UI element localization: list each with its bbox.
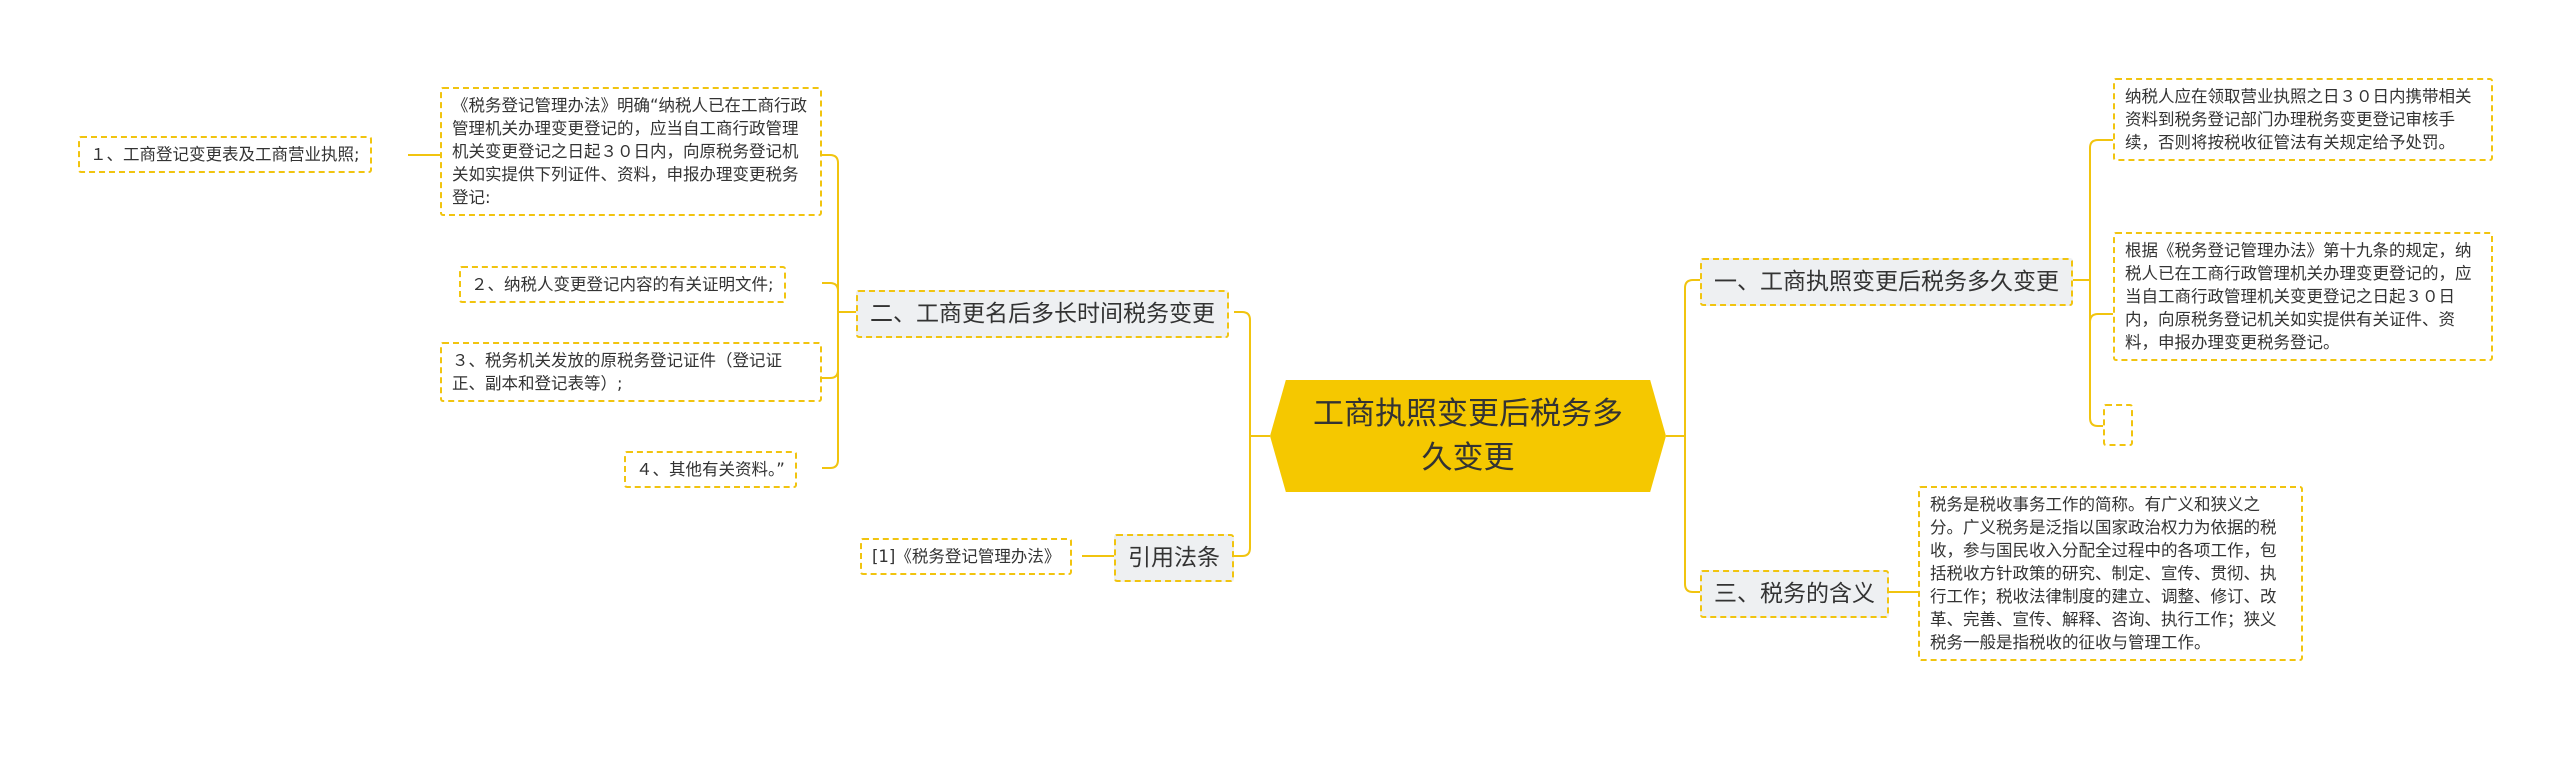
leaf-text: 《税务登记管理办法》明确“纳税人已在工商行政管理机关办理变更登记的，应当自工商行… bbox=[452, 96, 808, 207]
link-branch2-leaf2 bbox=[822, 282, 856, 313]
leaf-citation-regulation[interactable]: [1]《税务登记管理办法》 bbox=[860, 538, 1073, 575]
link-branch2-leaf1 bbox=[822, 154, 856, 313]
root-topic[interactable]: 工商执照变更后税务多久变更 bbox=[1270, 380, 1666, 492]
leaf-text: 根据《税务登记管理办法》第十九条的规定，纳税人已在工商行政管理机关办理变更登记的… bbox=[2125, 241, 2472, 352]
branch-tax-change-timing[interactable]: 一、工商执照变更后税务多久变更 bbox=[1700, 258, 2073, 306]
branch-label: 引用法条 bbox=[1128, 545, 1220, 571]
leaf-penalty-note[interactable]: 纳税人应在领取营业执照之日３０日内携带相关资料到税务登记部门办理税务变更登记审核… bbox=[2113, 78, 2493, 161]
link-root-branch1 bbox=[1666, 279, 1700, 437]
branch-label: 一、工商执照变更后税务多久变更 bbox=[1714, 269, 2059, 295]
branch-label: 二、工商更名后多长时间税务变更 bbox=[870, 301, 1215, 327]
leaf-text: [1]《税务登记管理办法》 bbox=[872, 547, 1061, 566]
link-root-branch2 bbox=[1234, 311, 1270, 437]
branch-tax-meaning[interactable]: 三、税务的含义 bbox=[1700, 570, 1889, 618]
leaf-tax-definition[interactable]: 税务是税收事务工作的简称。有广义和狭义之分。广义税务是泛指以国家政治权力为依据的… bbox=[1918, 486, 2303, 661]
empty-leaf[interactable] bbox=[2103, 404, 2133, 446]
leaf-item-3[interactable]: ３、税务机关发放的原税务登记证件（登记证正、副本和登记表等）; bbox=[440, 342, 822, 402]
leaf-article-19[interactable]: 根据《税务登记管理办法》第十九条的规定，纳税人已在工商行政管理机关办理变更登记的… bbox=[2113, 232, 2493, 361]
leaf-regulation-intro[interactable]: 《税务登记管理办法》明确“纳税人已在工商行政管理机关办理变更登记的，应当自工商行… bbox=[440, 87, 822, 216]
link-branch1-leaf2 bbox=[2070, 279, 2113, 323]
link-branch2-leaf4 bbox=[822, 311, 856, 469]
leaf-text: ２、纳税人变更登记内容的有关证明文件; bbox=[471, 275, 774, 294]
branch-rename-timing[interactable]: 二、工商更名后多长时间税务变更 bbox=[856, 290, 1229, 338]
leaf-item-1[interactable]: １、工商登记变更表及工商营业执照; bbox=[78, 136, 372, 173]
branch-citation[interactable]: 引用法条 bbox=[1114, 534, 1234, 582]
link-root-branch3 bbox=[1666, 435, 1700, 593]
leaf-item-2[interactable]: ２、纳税人变更登记内容的有关证明文件; bbox=[459, 266, 786, 303]
leaf-item-4[interactable]: ４、其他有关资料。” bbox=[624, 451, 797, 488]
branch-label: 三、税务的含义 bbox=[1714, 581, 1875, 607]
leaf-text: ３、税务机关发放的原税务登记证件（登记证正、副本和登记表等）; bbox=[452, 351, 782, 393]
root-title: 工商执照变更后税务多久变更 bbox=[1313, 396, 1623, 476]
leaf-text: １、工商登记变更表及工商营业执照; bbox=[90, 145, 360, 164]
link-branch1-empty bbox=[2070, 279, 2103, 427]
leaf-text: ４、其他有关资料。” bbox=[636, 460, 785, 479]
link-branch1-leaf1 bbox=[2070, 139, 2113, 281]
leaf-text: 税务是税收事务工作的简称。有广义和狭义之分。广义税务是泛指以国家政治权力为依据的… bbox=[1930, 495, 2277, 652]
link-root-citation bbox=[1234, 435, 1270, 557]
leaf-text: 纳税人应在领取营业执照之日３０日内携带相关资料到税务登记部门办理税务变更登记审核… bbox=[2125, 87, 2472, 152]
